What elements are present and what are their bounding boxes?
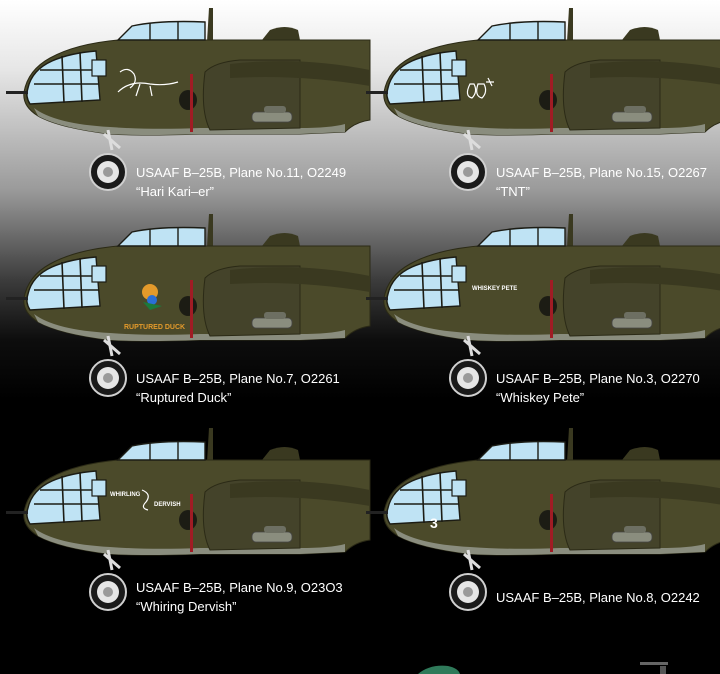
caption-nickname: “Hari Kari–er”	[136, 184, 215, 199]
pinup-nose-art	[117, 68, 179, 97]
plane-number-marking: 3	[430, 515, 438, 531]
b25-profile: WHISKEY PETE	[364, 212, 720, 398]
aircraft-panel-3: WHISKEY PETE USAAF B–25B, Plane No.3, O2…	[360, 206, 720, 406]
aircraft-caption: USAAF B–25B, Plane No.3, O2270 “Whiskey …	[496, 369, 700, 407]
duck-nose-art: RUPTURED DUCK	[124, 284, 185, 331]
caption-designation: USAAF B–25B, Plane No.7, O2261	[136, 371, 340, 386]
aircraft-caption: USAAF B–25B, Plane No.11, O2249 “Hari Ka…	[136, 163, 346, 201]
b25-profile: RUPTURED DUCK	[4, 212, 372, 398]
b25-profile: WHIRLING DERVISH	[4, 426, 372, 612]
caption-designation: USAAF B–25B, Plane No.15, O2267	[496, 165, 708, 180]
aircraft-caption: USAAF B–25B, Plane No.9, O23O3 “Whiring …	[136, 578, 343, 616]
caption-designation: USAAF B–25B, Plane No.9, O23O3	[136, 580, 343, 595]
caption-nickname: “Ruptured Duck”	[136, 390, 232, 405]
aircraft-panel-15: USAAF B–25B, Plane No.15, O2267 “TNT”	[360, 0, 720, 200]
aircraft-panel-11: USAAF B–25B, Plane No.11, O2249 “Hari Ka…	[0, 0, 372, 201]
aircraft-panel-9: WHIRLING DERVISH USAAF B–25B, Plane No.9…	[0, 420, 372, 620]
aircraft-caption: USAAF B–25B, Plane No.7, O2261 “Ruptured…	[136, 369, 340, 407]
caption-designation: USAAF B–25B, Plane No.3, O2270	[496, 371, 700, 386]
caption-nickname: “Whiskey Pete”	[496, 390, 585, 405]
aircraft-caption: USAAF B–25B, Plane No.15, O2267 “TNT”	[496, 163, 707, 201]
caption-designation: USAAF B–25B, Plane No.11, O2249	[136, 165, 347, 180]
caption-nickname: “TNT”	[496, 184, 530, 199]
duck-nose-text: RUPTURED DUCK	[124, 324, 185, 331]
dervish-nose-art: WHIRLING DERVISH	[110, 489, 181, 511]
aircraft-caption: USAAF B–25B, Plane No.8, O2242	[496, 588, 700, 607]
b25-profile	[4, 6, 372, 192]
tnt-nose-art	[466, 77, 494, 99]
b25-profile	[364, 6, 720, 192]
dervish-nose-text-1: WHIRLING	[110, 492, 141, 498]
caption-designation: USAAF B–25B, Plane No.8, O2242	[496, 590, 700, 605]
aircraft-panel-8: 3 USAAF B–25B, Plane No.8, O2242	[360, 420, 720, 620]
caption-nickname: “Whiring Dervish”	[136, 599, 237, 614]
dervish-nose-text-2: DERVISH	[154, 502, 181, 508]
aircraft-panel-7: RUPTURED DUCK USAAF B–25B, Plane No.7, O…	[0, 206, 372, 407]
bottom-partial-artwork	[418, 662, 668, 674]
b25-profile: 3	[364, 426, 720, 612]
whiskey-nose-text: WHISKEY PETE	[472, 286, 517, 292]
